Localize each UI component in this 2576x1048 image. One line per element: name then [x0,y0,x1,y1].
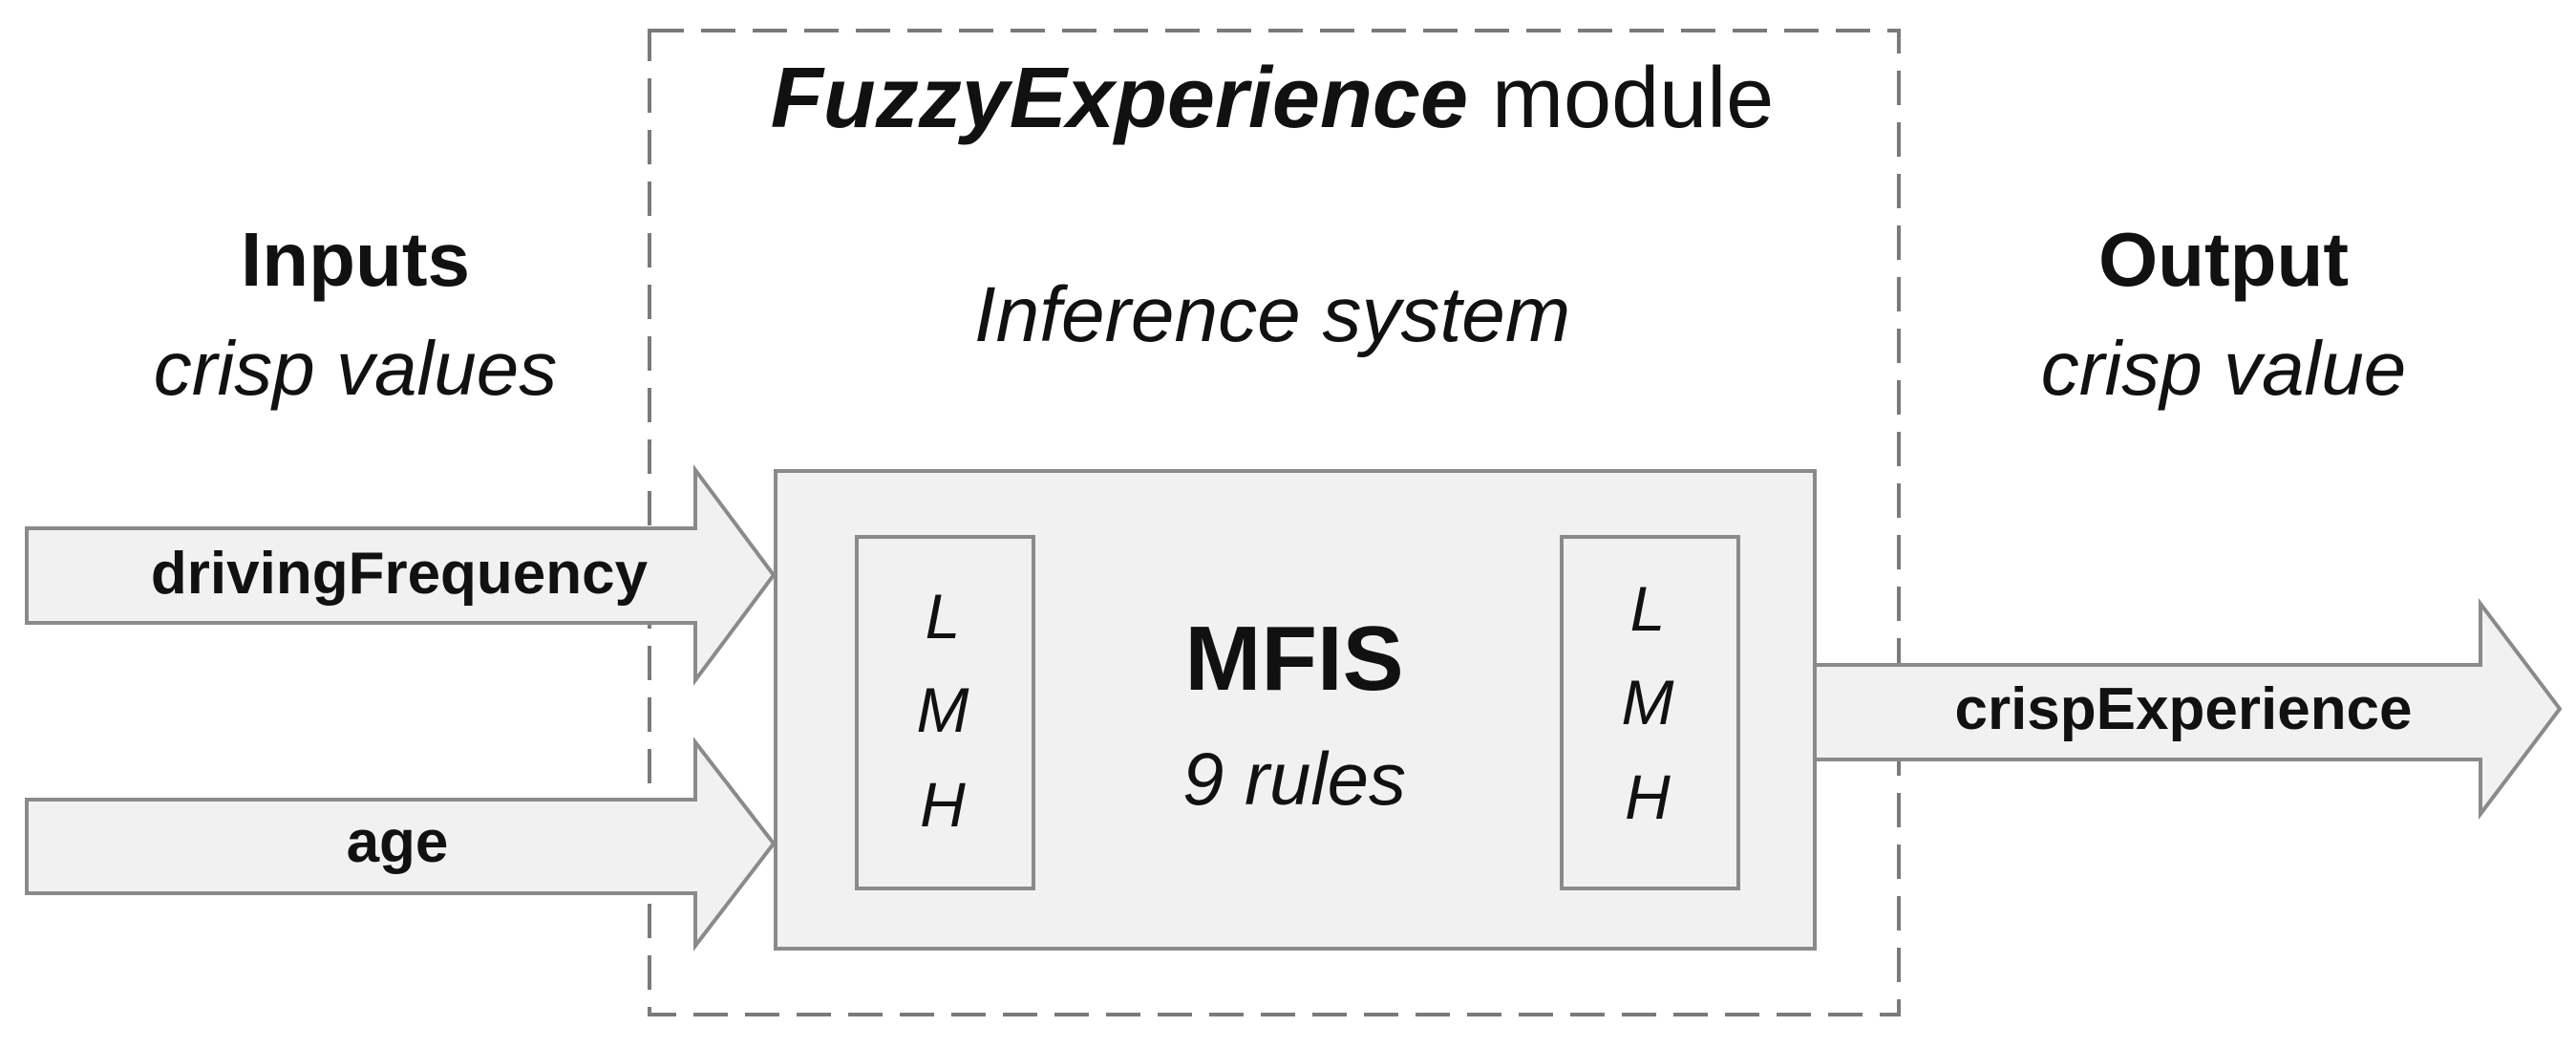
input-levels-box [855,535,1035,890]
input-level-low: L [925,581,961,652]
inputs-heading: Inputs [241,217,470,302]
module-suffix: module [1468,51,1775,146]
output-level-medium: M [1621,667,1674,738]
input-arrow-driving-frequency [25,463,777,687]
inputs-subheading: crisp values [153,326,558,411]
core-rules: 9 rules [1182,737,1407,821]
input-level-medium: M [916,674,969,745]
input-label-driving-frequency: drivingFrequency [150,541,649,607]
output-arrow-crisp-experience [1813,598,2563,820]
module-name: FuzzyExperience [770,51,1469,146]
output-label-crisp-experience: crispExperience [1954,676,2413,742]
input-label-age: age [346,809,449,875]
input-arrow-age [25,737,777,952]
input-level-high: H [920,769,966,840]
core-name: MFIS [1184,608,1404,710]
module-subtitle: Inference system [973,271,1571,358]
module-boundary [648,29,1901,1016]
output-levels-box [1560,535,1740,890]
output-subheading: crisp value [2040,326,2407,411]
output-level-low: L [1629,573,1666,644]
output-level-high: H [1625,761,1671,832]
module-title: FuzzyExperience module [771,55,1774,141]
output-heading: Output [2097,217,2350,302]
